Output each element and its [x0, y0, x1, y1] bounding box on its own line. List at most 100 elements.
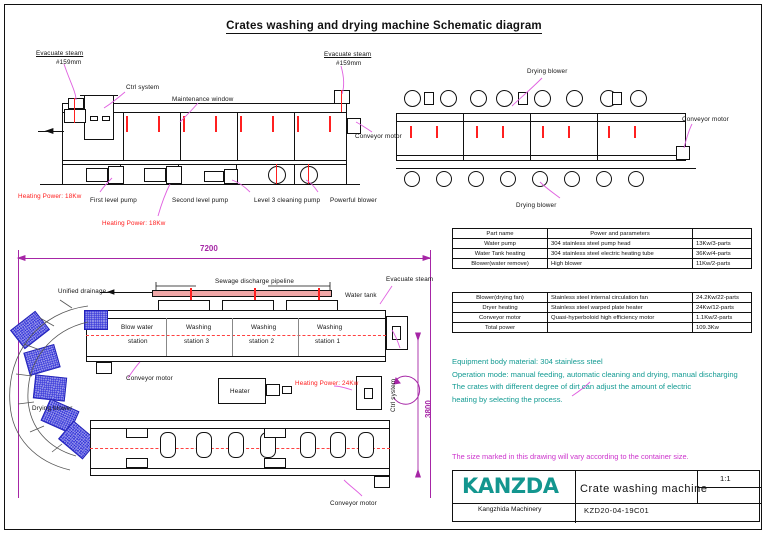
- label-sewage-pipeline: Sewage discharge pipeline: [215, 278, 295, 285]
- drying-fan: [440, 90, 457, 107]
- dryer-heater-bar: [476, 126, 478, 138]
- drying-fan-lower: [500, 171, 516, 187]
- cell-part-name: Water Tank heating: [452, 248, 548, 259]
- dryer-heater-bar: [634, 126, 636, 138]
- table-row: Dryer heating Stainless steel warped pla…: [452, 302, 752, 313]
- dim-extension-left: [18, 250, 19, 498]
- drawing-title-text: Crates washing and drying machine Schema…: [226, 20, 542, 34]
- cell-rating: 13Kw/3-parts: [692, 238, 752, 249]
- cell-part-name: Dryer heating: [452, 302, 548, 313]
- machine-base-line: [40, 184, 360, 186]
- label-washing-station-2-line2: station 2: [249, 338, 275, 345]
- plan-blower-unit: [264, 428, 286, 438]
- label-evacuate-steam-2: Evacuate steam: [324, 51, 372, 58]
- drying-fan: [470, 90, 487, 107]
- steam-centerline: [341, 90, 343, 112]
- cell-total-power-value: 109.3Kw: [692, 322, 752, 333]
- plan-blower-unit: [126, 458, 148, 468]
- heater-bar: [297, 116, 299, 132]
- label-washing-station-3-line2: station 3: [184, 338, 210, 345]
- plan-inlet-roller: [392, 326, 401, 340]
- dim-line-length: [18, 258, 430, 259]
- plan-ctrl-panel: [364, 388, 373, 399]
- title-block-div-3: [697, 487, 761, 489]
- station-divider: [166, 318, 167, 356]
- label-evacuate-steam-plan: Evacuate steam: [386, 276, 434, 283]
- label-washing-station-1: Washing: [317, 324, 343, 331]
- label-washing-station-1-line2: station 1: [315, 338, 341, 345]
- cell-parameters: Stainless steel internal circulation fan: [547, 292, 693, 303]
- label-washing-station-3: Washing: [186, 324, 212, 331]
- plan-dryer-rail: [90, 428, 390, 429]
- plan-fan: [300, 432, 316, 458]
- label-water-tank: Water tank: [345, 292, 377, 299]
- cell-total-blank: [547, 322, 693, 333]
- label-maintenance-window: Maintenance window: [172, 96, 234, 103]
- label-heating-power-3: Heating Power: 24Kw: [295, 380, 359, 387]
- size-note: The size marked in this drawing will var…: [452, 452, 689, 461]
- steam-duct-left: [68, 98, 84, 109]
- title-block: [452, 470, 761, 523]
- dim-label-width: 3800: [424, 400, 433, 418]
- scale-value: 1:1: [720, 474, 731, 483]
- dryer-heater-bar: [568, 126, 570, 138]
- table-header-row: Part name Power and parameters: [452, 228, 752, 239]
- heater-bar: [240, 116, 242, 132]
- note-line-1: Equipment body material: 304 stainless s…: [452, 357, 603, 366]
- dryer-heater-bar: [410, 126, 412, 138]
- drying-fan: [534, 90, 551, 107]
- pump-motor-2: [144, 168, 166, 182]
- label-drying-blower-bottom: Drying blower: [516, 202, 557, 209]
- plan-conveyor-motor-2: [374, 476, 390, 488]
- note-line-4: heating by selecting the process.: [452, 394, 563, 404]
- dryer-divider: [463, 113, 464, 161]
- fan-housing: [612, 92, 622, 105]
- heater-bar: [183, 116, 185, 132]
- sheet-border: [4, 4, 762, 530]
- cabinet-top: [80, 95, 118, 97]
- leg: [346, 165, 347, 184]
- cell-parameters: Stainless steel warped plate heater: [547, 302, 693, 313]
- cell-total-power-label: Total power: [452, 322, 548, 333]
- inlet-arrow-line: [38, 131, 64, 133]
- plan-fan: [196, 432, 212, 458]
- label-evacuate-steam-2-spec: #159mm: [336, 60, 362, 67]
- plan-fan: [330, 432, 346, 458]
- plan-conveyor-motor-1: [96, 362, 112, 374]
- heater-outlet: [266, 384, 280, 396]
- conveyor-motor-right-box: [676, 146, 690, 160]
- label-conveyor-motor-plan-1: Conveyor motor: [126, 375, 173, 382]
- label-level3-cleaning-pump: Level 3 cleaning pump: [254, 197, 321, 204]
- plan-fan: [228, 432, 244, 458]
- tank-riser: [254, 288, 256, 300]
- table-row: Total power 109.3Kw: [452, 322, 752, 333]
- label-drying-blower-top: Drying blower: [527, 68, 568, 75]
- table-row: Water pump 304 stainless steel pump head…: [452, 238, 752, 249]
- drawing-number: KZD20-04-19C01: [584, 506, 650, 515]
- title-block-div-1: [575, 471, 577, 523]
- sewage-pipeline-band: [152, 290, 332, 297]
- ctrl-panel-button: [102, 116, 110, 121]
- station-divider: [232, 318, 233, 356]
- crate: [84, 310, 108, 330]
- plan-fan: [160, 432, 176, 458]
- plan-centerline: [86, 335, 386, 336]
- leg: [62, 165, 63, 184]
- label-conveyor-motor-plan-2: Conveyor motor: [330, 500, 377, 507]
- label-heating-power-1: Heating Power: 18Kw: [18, 193, 82, 200]
- drying-fan: [630, 90, 647, 107]
- blower-centerline: [276, 164, 278, 184]
- tank-riser: [190, 288, 192, 300]
- drying-fan-lower: [436, 171, 452, 187]
- notes-block: Equipment body material: 304 stainless s…: [452, 356, 738, 406]
- label-drying-blower-plan: Drying blower: [32, 405, 73, 412]
- label-first-level-pump: First level pump: [90, 197, 137, 204]
- dryer-bottom-rail: [396, 155, 686, 156]
- pump-head-2: [166, 166, 182, 184]
- label-heating-power-2: Heating Power: 18Kw: [102, 220, 166, 227]
- ctrl-panel-button: [90, 116, 98, 121]
- pump-head-1: [108, 166, 124, 184]
- plan-rail: [86, 356, 386, 357]
- dim-label-length: 7200: [200, 244, 218, 253]
- cell-rating: 24.2Kw/22-parts: [692, 292, 752, 303]
